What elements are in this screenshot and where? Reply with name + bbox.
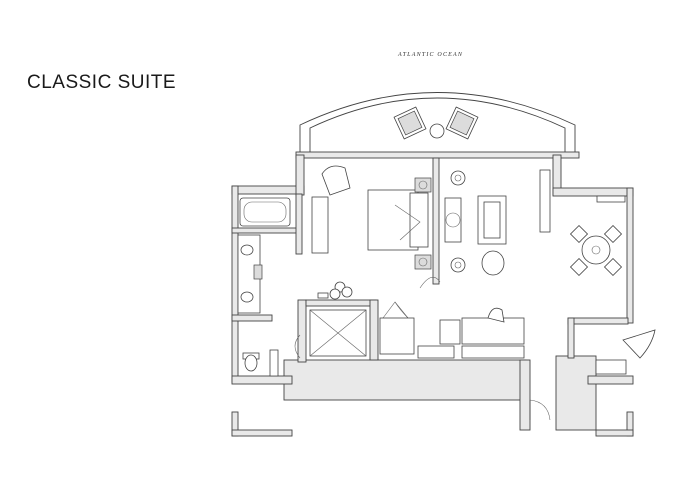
bedroom-armchair [321,165,351,196]
dining-table [569,224,623,277]
console [417,345,455,359]
vanity [237,234,263,314]
desk [439,307,525,345]
living-sofa [444,170,507,276]
balcony-chair-right [445,106,479,140]
bath-cabinet [269,349,279,377]
divider-door-swing [419,276,441,289]
bathtub [239,197,291,227]
right-wardrobe [539,169,551,233]
console-right [461,345,525,359]
window-shelf [596,195,626,203]
balcony-chair-left [393,106,427,140]
suite-title: CLASSIC SUITE [27,72,177,93]
entry-area [529,317,656,421]
outer-walls [231,154,634,437]
ocean-label: ATLANTIC OCEAN [398,52,464,58]
plant [317,281,353,300]
shower [309,309,367,357]
bathroom-walls [231,193,379,363]
bed [367,177,432,270]
balcony-side-table [429,123,445,139]
toilet [242,352,260,372]
bath-door-swing [294,334,301,359]
closet-doors [379,301,415,355]
wardrobe [311,196,329,254]
